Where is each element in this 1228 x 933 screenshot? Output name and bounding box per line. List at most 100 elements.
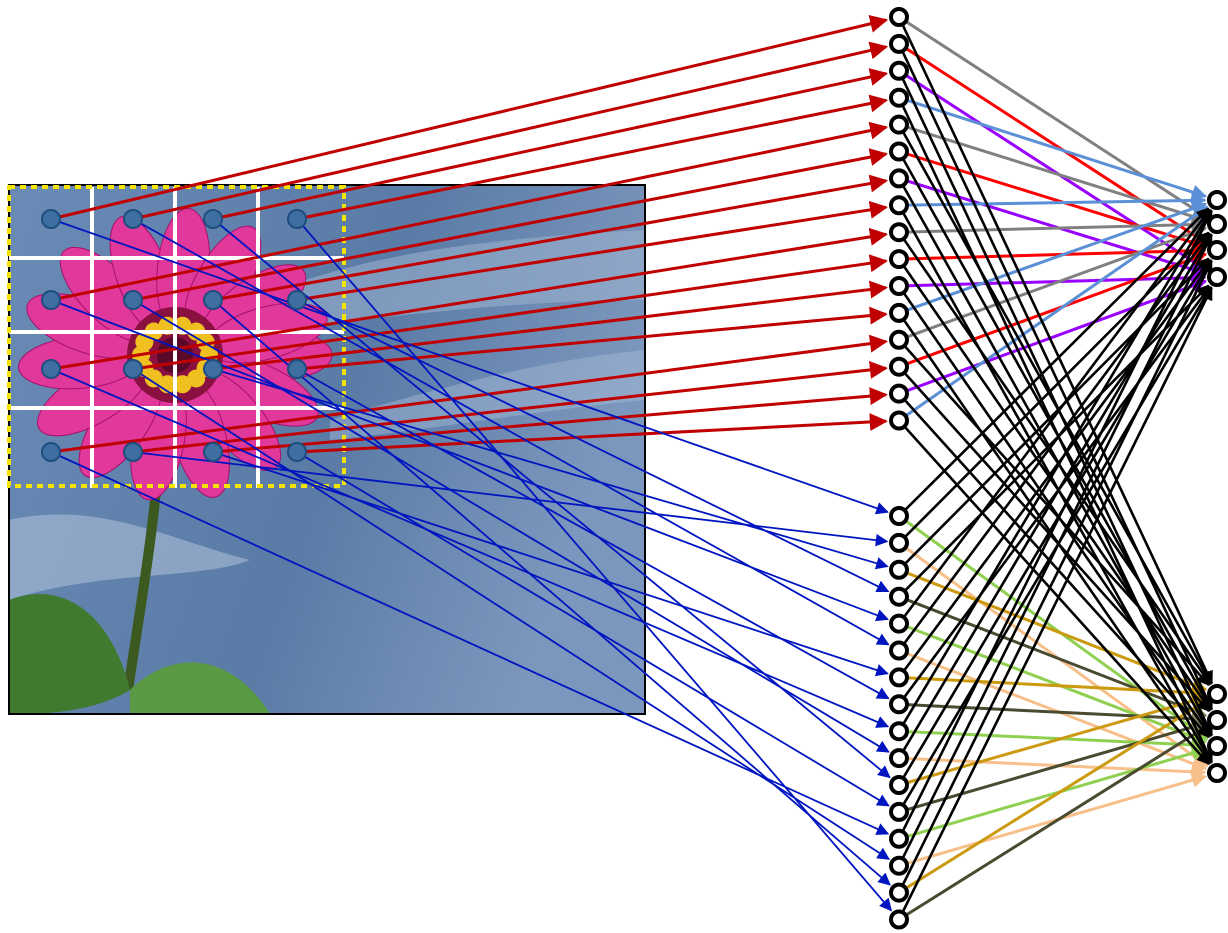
cross-connection-edge bbox=[897, 258, 1212, 712]
hidden-node bbox=[889, 302, 909, 323]
input-to-hidden-edge bbox=[296, 200, 888, 302]
input-to-hidden-edge bbox=[50, 227, 888, 371]
hidden-to-output-edge bbox=[898, 675, 1207, 701]
hidden-node bbox=[889, 141, 909, 162]
hidden-node bbox=[889, 613, 909, 634]
patch-sample-point bbox=[203, 290, 223, 310]
input-to-hidden-edge bbox=[296, 299, 890, 593]
hidden-to-output-edge bbox=[898, 225, 1208, 342]
hidden-to-output-edge bbox=[898, 150, 1207, 250]
hidden-node bbox=[889, 276, 909, 296]
cross-connection-edge bbox=[897, 208, 1211, 625]
hidden-to-output-edge bbox=[898, 123, 1207, 224]
leaf bbox=[9, 594, 130, 714]
input-to-bottom-hidden-edges bbox=[50, 218, 892, 912]
patch-sample-point bbox=[287, 290, 307, 310]
input-to-hidden-edge bbox=[132, 299, 890, 753]
cross-connection-edge bbox=[897, 232, 1211, 652]
hidden-to-output-edge bbox=[898, 69, 1209, 272]
input-to-hidden-edge bbox=[50, 451, 890, 835]
input-to-hidden-edge bbox=[50, 334, 888, 454]
hidden-to-output-edge bbox=[898, 745, 1207, 841]
hidden-node bbox=[889, 7, 909, 27]
cross-connection-edge bbox=[897, 209, 1213, 840]
patch-sample-point bbox=[287, 209, 307, 229]
input-to-hidden-edge bbox=[132, 218, 890, 646]
hidden-node bbox=[889, 667, 909, 688]
patch-sample-point bbox=[41, 209, 61, 229]
input-to-hidden-edge bbox=[132, 254, 888, 371]
input-to-hidden-edge bbox=[212, 387, 888, 454]
cross-connection-edge bbox=[897, 16, 1214, 685]
patch-sample-point bbox=[41, 290, 61, 310]
cross-connection-edge bbox=[897, 209, 1212, 732]
hidden-node bbox=[889, 356, 909, 377]
hidden-node bbox=[889, 882, 909, 903]
input-to-hidden-edge bbox=[212, 280, 888, 371]
patch-sample-point bbox=[123, 442, 143, 462]
input-to-hidden-edge bbox=[212, 68, 889, 221]
cross-connection-edge bbox=[898, 392, 1210, 739]
input-to-hidden-edge bbox=[132, 41, 889, 221]
hidden-node bbox=[889, 168, 909, 189]
hidden-node bbox=[889, 383, 909, 404]
hidden-node bbox=[889, 721, 909, 742]
hidden-node bbox=[889, 506, 909, 526]
hidden-to-output-cross-edges bbox=[897, 16, 1214, 921]
cross-connection-edge bbox=[898, 207, 1210, 517]
cross-connection-edge bbox=[898, 419, 1210, 766]
hidden-node bbox=[889, 195, 909, 216]
hidden-to-output-edge bbox=[898, 217, 1207, 234]
input-to-hidden-edge bbox=[212, 451, 889, 677]
patch-grid-lines bbox=[9, 187, 344, 488]
input-to-hidden-edge bbox=[296, 306, 888, 371]
input-to-hidden-edge bbox=[50, 299, 889, 622]
input-to-hidden-edge bbox=[132, 148, 889, 302]
output-node bbox=[1207, 267, 1227, 287]
hidden-to-output-edge bbox=[898, 205, 1209, 422]
output-node bbox=[1207, 214, 1227, 234]
input-to-hidden-edge bbox=[296, 451, 890, 807]
hidden-to-output-edge bbox=[898, 568, 1208, 692]
input-to-hidden-edge bbox=[296, 218, 892, 912]
hidden-node bbox=[889, 114, 909, 135]
hidden-node bbox=[889, 60, 909, 81]
input-to-hidden-edge bbox=[50, 218, 889, 515]
hidden-node bbox=[889, 410, 909, 431]
hidden-to-output-edge bbox=[898, 693, 1207, 787]
hidden-node bbox=[889, 559, 909, 580]
cross-connection-edge bbox=[898, 231, 1210, 544]
hidden-to-output-edge bbox=[898, 699, 1209, 894]
cross-connection-edge bbox=[897, 43, 1214, 711]
input-to-hidden-edge bbox=[212, 174, 888, 302]
output-node bbox=[1207, 710, 1227, 730]
cross-connection-edge bbox=[897, 286, 1213, 921]
output-node bbox=[1207, 684, 1227, 704]
hidden-node bbox=[889, 249, 909, 270]
cross-connection-edge bbox=[898, 365, 1210, 713]
cross-connection-edge bbox=[897, 231, 1212, 686]
input-to-hidden-edge bbox=[296, 94, 889, 221]
input-to-hidden-edge bbox=[50, 15, 889, 221]
hidden-node bbox=[889, 828, 909, 849]
hidden-node bbox=[889, 222, 909, 243]
patch-sample-points bbox=[41, 209, 307, 462]
hidden-to-output-edge bbox=[898, 15, 1209, 219]
hidden-to-output-edge bbox=[898, 270, 1207, 288]
hidden-node bbox=[889, 801, 909, 822]
output-node bbox=[1207, 190, 1227, 210]
hidden-node bbox=[889, 329, 909, 350]
patch-sample-point bbox=[41, 442, 61, 462]
hidden-node bbox=[889, 855, 909, 876]
cross-connection-edge bbox=[897, 123, 1213, 685]
hidden-node bbox=[889, 775, 909, 795]
hidden-to-output-edge bbox=[898, 719, 1207, 814]
hidden-to-output-edge bbox=[898, 96, 1208, 200]
cross-connection-edge bbox=[897, 258, 1211, 679]
patch-sample-point bbox=[123, 290, 143, 310]
network-nodes bbox=[889, 7, 1227, 930]
patch-sample-point bbox=[123, 209, 143, 229]
hidden-to-output-edge bbox=[898, 243, 1207, 261]
cross-connection-edge bbox=[897, 233, 1212, 759]
cross-connection-edge bbox=[897, 233, 1213, 867]
